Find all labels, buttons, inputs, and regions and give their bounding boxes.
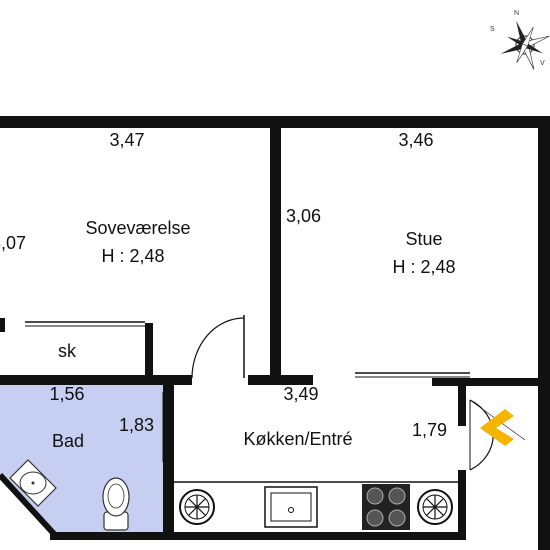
wall-kitchen-right-low — [458, 470, 466, 540]
bedroom-depth-dimension: 3,07 — [0, 233, 27, 253]
living-name: Stue — [405, 229, 443, 249]
bath-depth-dimension: 1,83 — [119, 415, 155, 435]
kitchen-width-dimension: 3,49 — [283, 384, 319, 404]
compass-west-label: V — [540, 60, 545, 67]
bathroom-floor — [0, 384, 166, 532]
bath-angled-wall — [0, 472, 58, 538]
outer-wall-top — [0, 116, 550, 128]
wall-bath-top — [0, 375, 192, 385]
wall-bedroom-living — [270, 128, 281, 378]
living-width-dimension: 3,46 — [398, 130, 434, 150]
bedroom-stub-wall — [0, 318, 5, 332]
entrance-arrow-icon — [480, 409, 514, 446]
sink-icon — [264, 486, 318, 528]
bedroom-door-arc — [191, 317, 245, 379]
closet-wall-right — [145, 323, 153, 380]
bath-bottom-wall — [50, 532, 174, 540]
outer-wall-right — [538, 116, 550, 550]
bedroom-width-dimension: 3,47 — [109, 130, 145, 150]
hob-icon — [362, 484, 410, 530]
toilet-icon — [102, 477, 130, 531]
bath-width-dimension: 1,56 — [49, 384, 85, 404]
wall-kitchen-right — [458, 386, 466, 426]
compass-south-label: S — [490, 26, 495, 33]
bedroom-name: Soveværelse — [85, 218, 191, 238]
wall-bath-right — [163, 385, 174, 535]
wall-kitchen-living-left — [248, 375, 313, 385]
living-depth-dimension: 3,06 — [286, 206, 322, 226]
fan-icon-left — [179, 489, 215, 525]
bedroom-height: H : 2,48 — [101, 246, 165, 266]
wall-kitchen-bottom — [174, 532, 466, 540]
washbasin-icon — [9, 459, 57, 507]
kitchen-depth-dimension: 1,79 — [412, 420, 448, 440]
kitchen-name: Køkken/Entré — [243, 429, 353, 449]
compass-rose-icon — [500, 20, 550, 70]
wall-kitchen-living-right — [432, 378, 550, 386]
fan-icon-right — [417, 489, 453, 525]
living-height: H : 2,48 — [392, 257, 456, 277]
bath-name: Bad — [51, 431, 85, 451]
bath-door-arc — [168, 391, 172, 463]
compass-north-label: N — [514, 10, 520, 17]
closet-label: sk — [58, 341, 76, 361]
